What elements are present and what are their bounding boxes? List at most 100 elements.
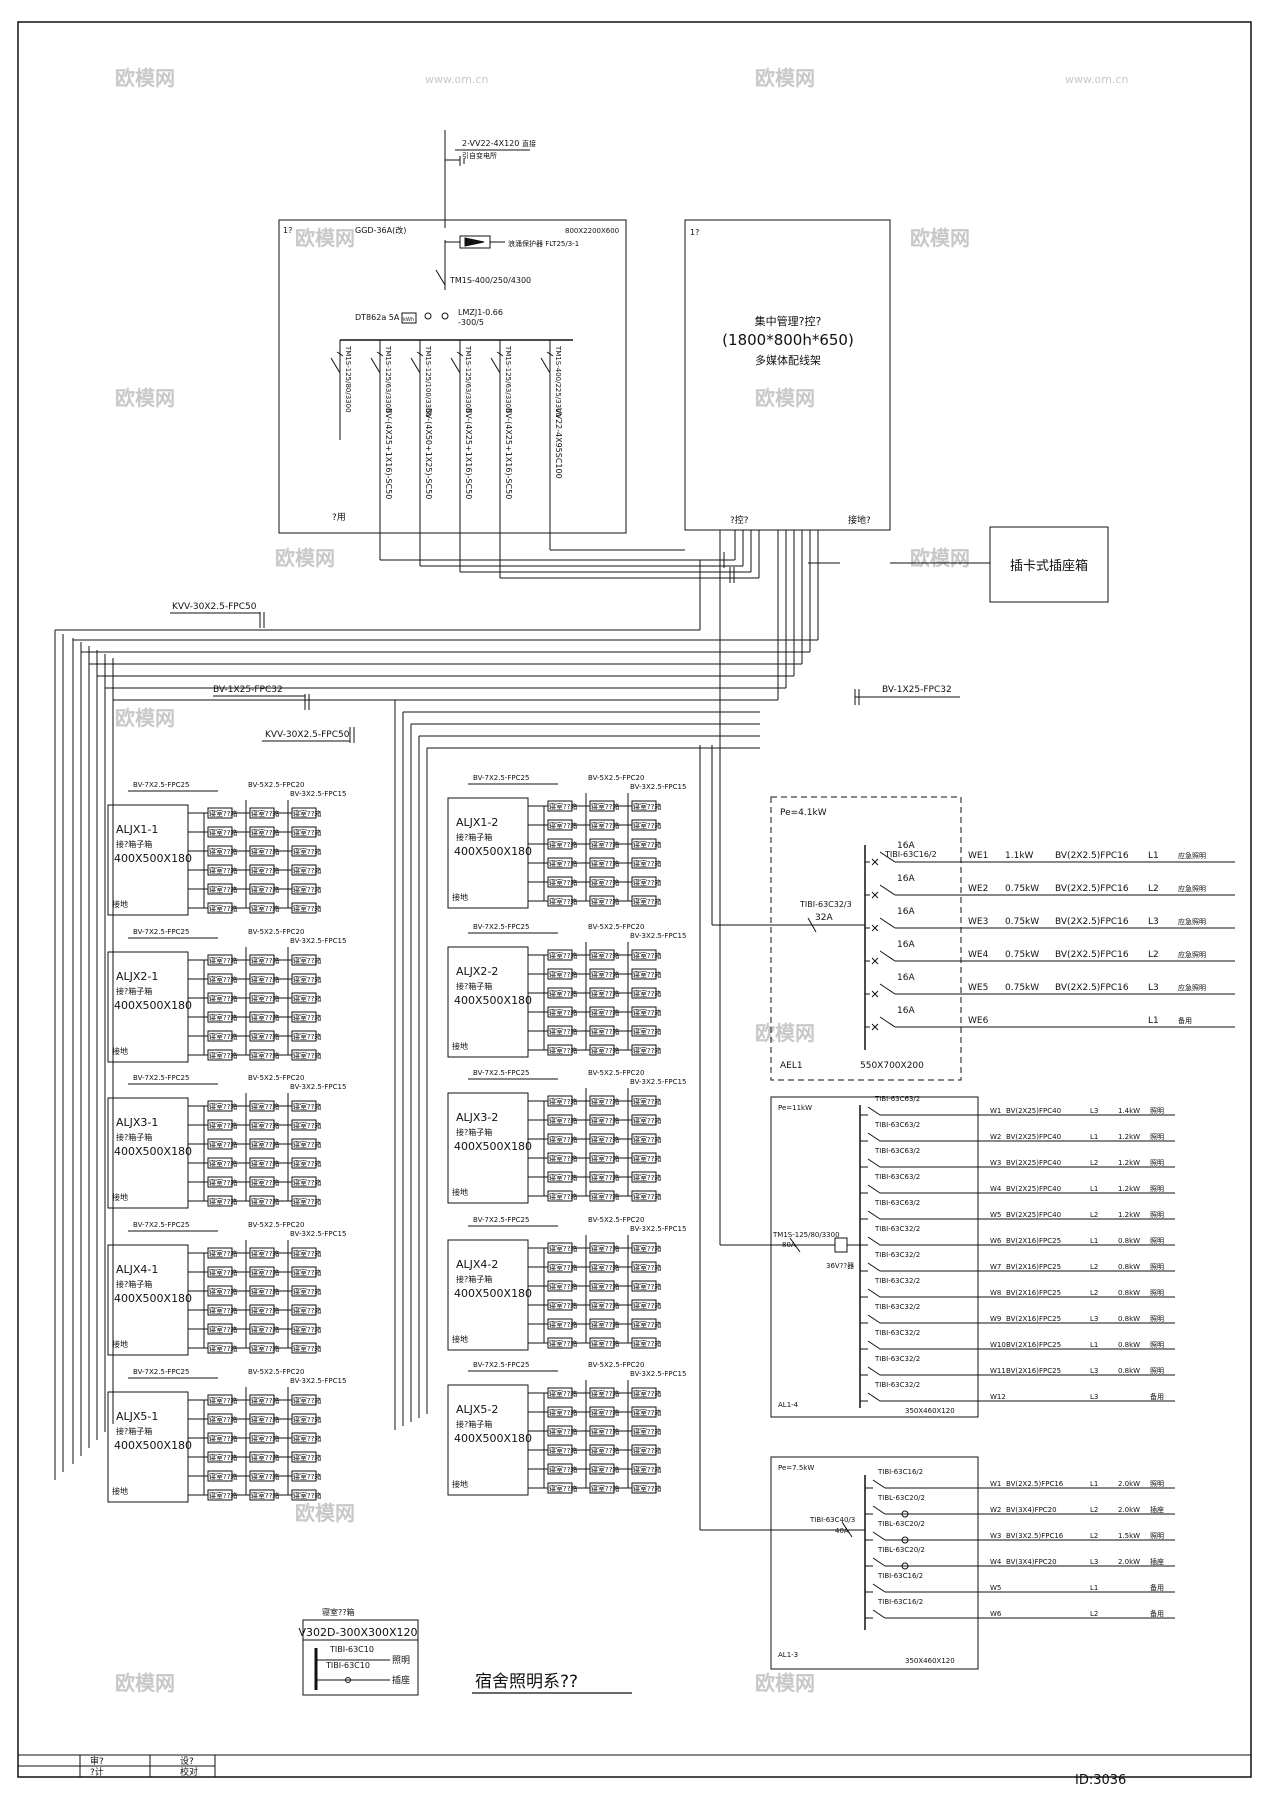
circuit-use: 备用 [1150, 1609, 1164, 1618]
room-box-label: 寝室??箱 [633, 1097, 661, 1106]
breaker-icon [872, 1531, 886, 1541]
legend-use-2: 插座 [392, 1674, 410, 1686]
room-box-label: 寝室??箱 [293, 1051, 321, 1060]
room-box-label: 寝室??箱 [209, 1102, 237, 1111]
room-box-label: 寝室??箱 [591, 1263, 619, 1272]
room-box-label: 寝室??箱 [591, 821, 619, 830]
room-box-icon [291, 1011, 317, 1023]
breaker-icon [540, 357, 551, 374]
in-cable-label: BV-7X2.5-FPC25 [133, 1221, 189, 1229]
incoming-note1: 直接 [522, 139, 536, 148]
room-box-icon [631, 968, 657, 980]
out-cable-label: BV-3X2.5-FPC15 [630, 1370, 686, 1378]
circuit-phase: L1 [1090, 1480, 1098, 1488]
room-box-icon [631, 1190, 657, 1202]
branch-cable-label: ?用 [332, 512, 346, 523]
room-box-icon [291, 1394, 317, 1406]
aljx-size: 400X500X180 [454, 1432, 532, 1445]
room-box-icon [631, 819, 657, 831]
aljx-ground: 接地 [452, 892, 468, 902]
circuit-use: 应急照明 [1178, 917, 1206, 926]
aljx-name: ALJX1-1 [116, 823, 158, 836]
room-box-icon [631, 1025, 657, 1037]
circuit-cable: BV(2X16)FPC25 [1006, 1237, 1061, 1245]
room-box-icon [291, 1157, 317, 1169]
circuit-cable: BV(2X25)FPC40 [1006, 1185, 1061, 1193]
room-box-label: 寝室??箱 [293, 1140, 321, 1149]
room-box-label: 寝室??箱 [251, 975, 279, 984]
box-tag: 1? [690, 228, 699, 237]
box-control-label: ?控? [730, 514, 749, 526]
room-box-icon [291, 1247, 317, 1259]
circuit-phase: L1 [1090, 1185, 1098, 1193]
aljx-sublabel: 接?箱子箱 [456, 1419, 492, 1429]
room-box-icon [631, 857, 657, 869]
legend-title: 寝室??箱 [322, 1607, 355, 1617]
circuit-kw: 0.75kW [1005, 950, 1039, 960]
room-box-label: 寝室??箱 [209, 1013, 237, 1022]
room-box-label: 寝室??箱 [209, 1472, 237, 1481]
box-subtitle: 多媒体配线架 [755, 353, 821, 367]
room-box-label: 寝室??箱 [251, 1453, 279, 1462]
breaker-icon [807, 917, 817, 933]
circuit-cable: BV(2X2.5)FPC16 [1055, 917, 1129, 927]
circuit-id: W10 [990, 1341, 1006, 1349]
breaker-icon [330, 357, 341, 374]
branch-cable-label: BV-(4X25+1X16)-SC50 [464, 408, 473, 499]
breaker-icon [410, 357, 421, 374]
mid-cable-label: BV-5X2.5-FPC20 [248, 928, 304, 936]
circuit-use: 照明 [1150, 1159, 1164, 1167]
circuit-phase: L1 [1090, 1341, 1098, 1349]
breaker-icon [879, 884, 896, 896]
room-box-label: 寝室??箱 [591, 1484, 619, 1493]
tb-c: 设? [180, 1756, 194, 1767]
svg-text:kWh: kWh [403, 317, 414, 323]
aljx-ground: 接地 [112, 1339, 128, 1349]
aljx-sublabel: 接?箱子箱 [116, 1132, 152, 1142]
circuit-cable: BV(3X4)FPC20 [1006, 1506, 1057, 1514]
circuit-cable: BV(2X16)FPC25 [1006, 1367, 1061, 1375]
room-box-label: 寝室??箱 [633, 878, 661, 887]
room-box-label: 寝室??箱 [251, 847, 279, 856]
room-box-label: 寝室??箱 [251, 1249, 279, 1258]
room-box-label: 寝室??箱 [209, 1325, 237, 1334]
circuit-use: 插座 [1150, 1557, 1164, 1566]
room-box-label: 寝室??箱 [549, 1465, 577, 1474]
aljx-ground: 接地 [452, 1479, 468, 1489]
branch-breaker-label: TM1S-125/80/3300 [344, 345, 352, 413]
room-box-label: 寝室??箱 [251, 1287, 279, 1296]
breaker-icon [879, 1016, 896, 1028]
room-box-label: 寝室??箱 [251, 1051, 279, 1060]
drawing-title: 宿舍照明系?? [475, 1672, 578, 1692]
breaker-icon [867, 1132, 881, 1142]
circuit-phase: L3 [1090, 1315, 1098, 1323]
al14-spd: 36V??器 [826, 1262, 854, 1270]
room-box-label: 寝室??箱 [633, 1301, 661, 1310]
room-box-label: 寝室??箱 [549, 1389, 577, 1398]
tb-d: 校对 [180, 1766, 198, 1778]
aljx-ground: 接地 [452, 1041, 468, 1051]
room-box-label: 寝室??箱 [549, 878, 577, 887]
room-box-label: 寝室??箱 [293, 809, 321, 818]
rcd-icon [901, 1536, 909, 1544]
circuit-breaker: TIBI-63C63/2 [874, 1147, 920, 1155]
room-box-label: 寝室??箱 [633, 1389, 661, 1398]
room-box-label: 寝室??箱 [591, 1008, 619, 1017]
room-box-label: 寝室??箱 [209, 1032, 237, 1041]
room-box-label: 寝室??箱 [549, 821, 577, 830]
kvv-left-label: KVV-30X2.5-FPC50 [265, 730, 350, 740]
aljx-sublabel: 接?箱子箱 [116, 1279, 152, 1289]
branch-breaker-label: TM1S-400/225/3300 [554, 345, 562, 417]
room-box-label: 寝室??箱 [591, 1027, 619, 1036]
circuit-use: 应急照明 [1178, 884, 1206, 893]
room-box-label: 寝室??箱 [591, 840, 619, 849]
circuit-phase: L2 [1090, 1506, 1098, 1514]
room-box-label: 寝室??箱 [549, 1446, 577, 1455]
circuit-use: 照明 [1150, 1107, 1164, 1115]
circuit-cable: BV(2X25)FPC40 [1006, 1133, 1061, 1141]
room-box-label: 寝室??箱 [293, 956, 321, 965]
breaker-icon [872, 1479, 886, 1489]
al13-main-rating: 40A [835, 1527, 849, 1535]
panel-size: 800X2200X600 [565, 227, 619, 235]
circuit-use: 应急照明 [1178, 950, 1206, 959]
